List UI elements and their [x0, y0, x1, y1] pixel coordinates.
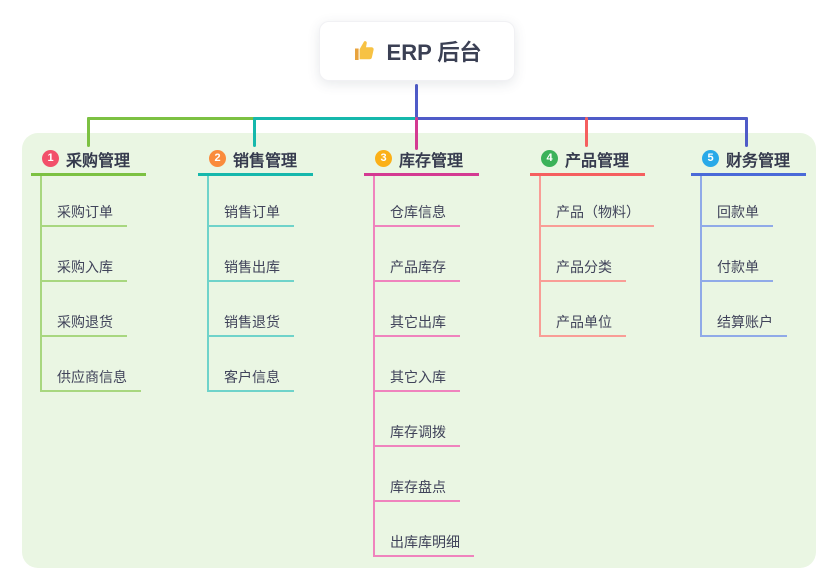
tree-node[interactable]: 客户信息	[209, 337, 294, 392]
tree-node[interactable]: 销售订单	[209, 176, 294, 227]
branches-background-panel	[22, 133, 816, 568]
branch-number-badge: 3	[375, 150, 392, 167]
tree-node[interactable]: 库存调拨	[375, 392, 460, 447]
branch-title-finance[interactable]: 5 财务管理	[691, 144, 806, 176]
branch-title-label: 库存管理	[399, 152, 464, 170]
branch-purchase-management: 1 采购管理 采购订单 采购入库 采购退货 供应商信息	[31, 144, 181, 392]
tree-node[interactable]: 库存盘点	[375, 447, 460, 502]
branch-title-purchase[interactable]: 1 采购管理	[31, 144, 146, 176]
branch-finance-management: 5 财务管理 回款单 付款单 结算账户	[691, 144, 839, 337]
branch-children: 仓库信息 产品库存 其它出库 其它入库 库存调拨 库存盘点 出库库明细	[373, 176, 514, 557]
tree-node[interactable]: 回款单	[702, 176, 773, 227]
tree-node[interactable]: 付款单	[702, 227, 773, 282]
branch-title-label: 财务管理	[726, 152, 791, 170]
connector-horizontal-teal	[253, 117, 417, 120]
thumbs-up-icon	[353, 39, 377, 63]
tree-node[interactable]: 产品（物料）	[541, 176, 654, 227]
branch-product-management: 4 产品管理 产品（物料） 产品分类 产品单位	[530, 144, 680, 337]
tree-node[interactable]: 销售退货	[209, 282, 294, 337]
tree-node[interactable]: 采购入库	[42, 227, 127, 282]
connector-drop-inventory	[415, 117, 418, 150]
branch-children: 销售订单 销售出库 销售退货 客户信息	[207, 176, 348, 392]
connector-root-vertical	[415, 84, 418, 118]
connector-horizontal-blue	[416, 117, 748, 120]
branch-title-label: 产品管理	[565, 152, 630, 170]
tree-node[interactable]: 采购订单	[42, 176, 127, 227]
branch-number-badge: 2	[209, 150, 226, 167]
connector-drop-finance	[745, 117, 748, 147]
branch-number-badge: 4	[541, 150, 558, 167]
connector-drop-sales	[253, 117, 256, 147]
tree-node[interactable]: 产品单位	[541, 282, 626, 337]
tree-node[interactable]: 采购退货	[42, 282, 127, 337]
branch-title-sales[interactable]: 2 销售管理	[198, 144, 313, 176]
tree-node[interactable]: 产品库存	[375, 227, 460, 282]
connector-drop-purchase	[87, 117, 90, 147]
branch-sales-management: 2 销售管理 销售订单 销售出库 销售退货 客户信息	[198, 144, 348, 392]
connector-horizontal-green	[87, 117, 255, 120]
branch-children: 产品（物料） 产品分类 产品单位	[539, 176, 680, 337]
root-node-erp-backend[interactable]: ERP 后台	[319, 21, 515, 81]
branch-inventory-management: 3 库存管理 仓库信息 产品库存 其它出库 其它入库 库存调拨 库存盘点 出库库…	[364, 144, 514, 557]
branch-children: 采购订单 采购入库 采购退货 供应商信息	[40, 176, 181, 392]
tree-node[interactable]: 其它入库	[375, 337, 460, 392]
branch-number-badge: 5	[702, 150, 719, 167]
branch-title-label: 销售管理	[233, 152, 298, 170]
branch-title-product[interactable]: 4 产品管理	[530, 144, 645, 176]
tree-node[interactable]: 供应商信息	[42, 337, 141, 392]
branch-title-inventory[interactable]: 3 库存管理	[364, 144, 479, 176]
connector-drop-product	[585, 117, 588, 147]
tree-node[interactable]: 其它出库	[375, 282, 460, 337]
tree-node[interactable]: 出库库明细	[375, 502, 474, 557]
tree-node[interactable]: 产品分类	[541, 227, 626, 282]
tree-node[interactable]: 销售出库	[209, 227, 294, 282]
tree-node[interactable]: 结算账户	[702, 282, 787, 337]
branch-children: 回款单 付款单 结算账户	[700, 176, 839, 337]
root-node-label: ERP 后台	[386, 40, 482, 65]
branch-number-badge: 1	[42, 150, 59, 167]
branch-title-label: 采购管理	[66, 152, 131, 170]
tree-node[interactable]: 仓库信息	[375, 176, 460, 227]
